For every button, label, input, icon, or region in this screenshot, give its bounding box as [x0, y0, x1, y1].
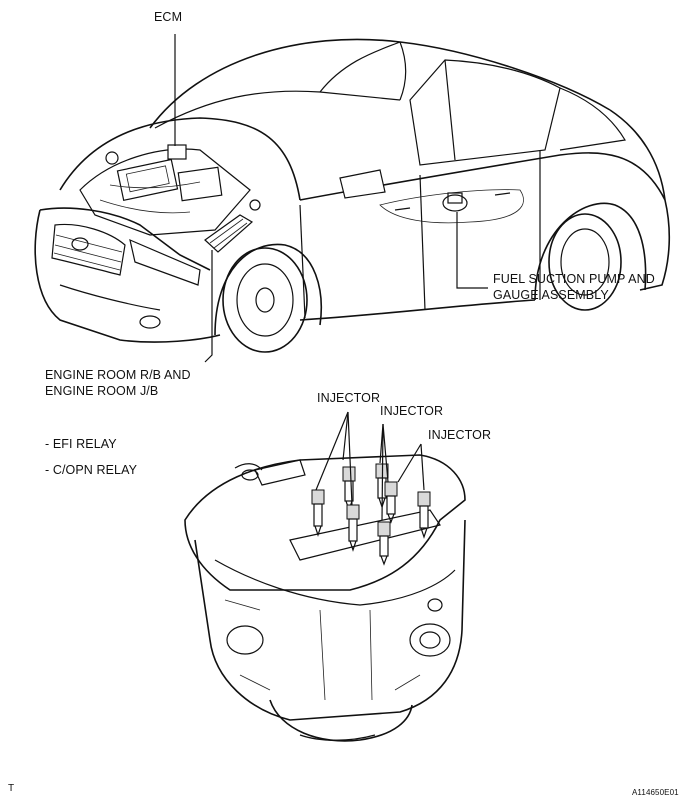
injector-6 — [377, 521, 391, 566]
engine-room-label-line2: ENGINE ROOM J/B — [45, 384, 159, 398]
fuel-pump-label-line2: GAUGE ASSEMBLY — [493, 288, 609, 302]
efi-relay-label: - EFI RELAY — [45, 437, 117, 451]
ecm-label: ECM — [154, 10, 183, 24]
copn-relay-label: - C/OPN RELAY — [45, 463, 138, 477]
injector-5 — [346, 504, 360, 552]
fuel-pump-label-line1: FUEL SUCTION PUMP AND — [493, 272, 655, 286]
footer-left-code: T — [8, 783, 15, 794]
ecm-box — [167, 144, 187, 160]
car-illustration — [34, 38, 671, 353]
engine-room-label-line1: ENGINE ROOM R/B AND — [45, 368, 191, 382]
figure-code: A114650E01 — [632, 788, 679, 797]
relay-block — [204, 214, 254, 253]
injector-label-3: INJECTOR — [428, 428, 492, 442]
injector-3 — [384, 481, 398, 524]
injector-7 — [417, 491, 431, 539]
engine-illustration — [184, 454, 466, 742]
injector-4 — [311, 489, 325, 537]
leader-lines — [174, 34, 488, 521]
injector-label-2: INJECTOR — [380, 404, 444, 418]
injector-1 — [342, 466, 356, 512]
injector-label-1: INJECTOR — [317, 391, 381, 405]
